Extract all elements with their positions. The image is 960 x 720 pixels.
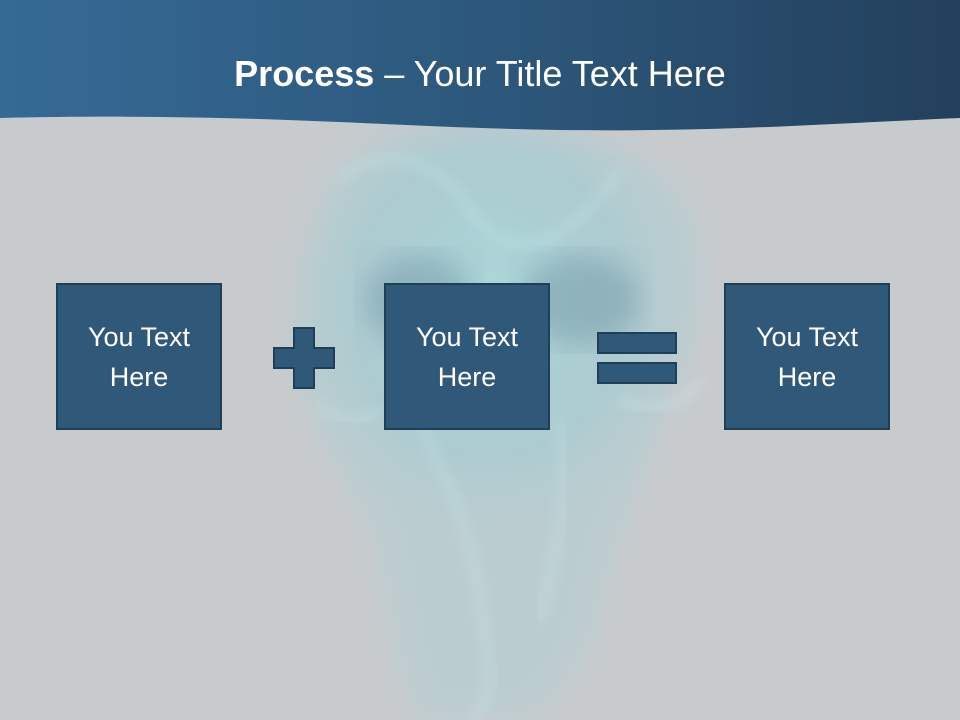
process-box-2: You Text Here — [384, 283, 550, 430]
process-box-1: You Text Here — [56, 283, 222, 430]
process-box-3-label: You Text Here — [755, 321, 859, 392]
process-box-1-label: You Text Here — [87, 321, 191, 392]
title-strong: Process — [234, 53, 375, 94]
process-box-2-label: You Text Here — [415, 321, 519, 392]
header-band — [0, 0, 960, 131]
equals-icon — [597, 332, 677, 384]
process-box-3: You Text Here — [724, 283, 890, 430]
title-rest: – Your Title Text Here — [374, 53, 726, 94]
page-title: Process – Your Title Text Here — [0, 52, 960, 96]
plus-icon — [273, 327, 335, 389]
